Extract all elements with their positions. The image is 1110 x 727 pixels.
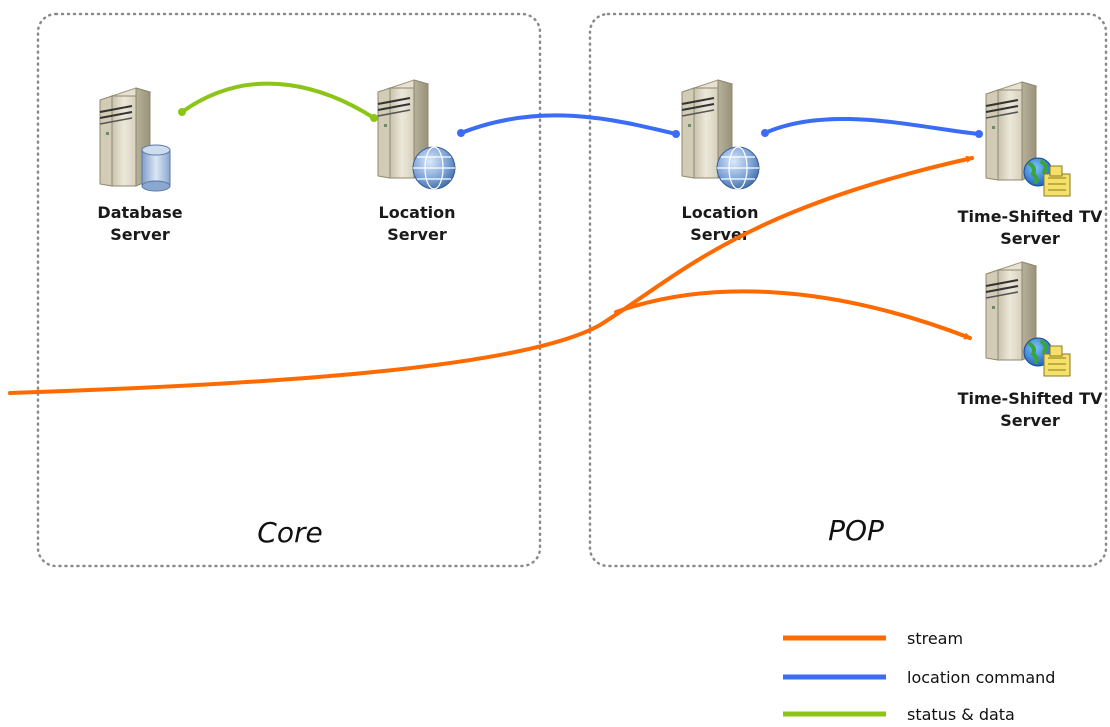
stream-link-to-tstv-2 [614, 289, 972, 340]
location-command-link-core-pop [459, 113, 678, 136]
pop-location-server-label-line1: Location [682, 203, 759, 222]
pop-zone-label: POP [828, 514, 884, 547]
globe-tv-icon [1023, 337, 1071, 377]
tstv-server-1-label-line1: Time-Shifted TV [958, 207, 1103, 226]
status-data-link [180, 81, 376, 120]
link-endpoint [457, 129, 465, 137]
globe-icon [412, 146, 456, 190]
tstv-server-2-label-line2: Server [1000, 411, 1060, 430]
pop-zone [588, 12, 1108, 568]
link-endpoint [178, 108, 186, 116]
legend-status-label: status & data [907, 705, 1015, 724]
link-endpoint [370, 114, 378, 122]
stream-link-to-tstv-1 [8, 155, 974, 395]
globe-tv-icon [1023, 157, 1071, 197]
tstv-server-1-label-line2: Server [1000, 229, 1060, 248]
tstv-server-2[interactable] [985, 261, 1071, 377]
link-endpoint [761, 129, 769, 137]
tstv-server-1[interactable] [985, 81, 1071, 197]
core-location-server-label-line2: Server [387, 225, 447, 244]
core-location-server-label-line1: Location [379, 203, 456, 222]
tstv-server-2-label-line1: Time-Shifted TV [958, 389, 1103, 408]
pop-location-server[interactable] [681, 79, 760, 190]
legend-stream-label: stream [907, 629, 963, 648]
core-zone [36, 12, 542, 568]
database-icon [141, 144, 171, 192]
core-location-server[interactable] [377, 79, 456, 190]
link-endpoint [975, 130, 983, 138]
legend: stream location command status & data [783, 629, 1055, 724]
link-endpoint [672, 130, 680, 138]
location-command-link-pop-tstv [763, 117, 981, 136]
database-server-label-line1: Database [97, 203, 182, 222]
database-server-label-line2: Server [110, 225, 170, 244]
core-zone-label: Core [257, 516, 322, 549]
globe-icon [716, 146, 760, 190]
database-server[interactable] [99, 87, 171, 192]
legend-location-label: location command [907, 668, 1055, 687]
